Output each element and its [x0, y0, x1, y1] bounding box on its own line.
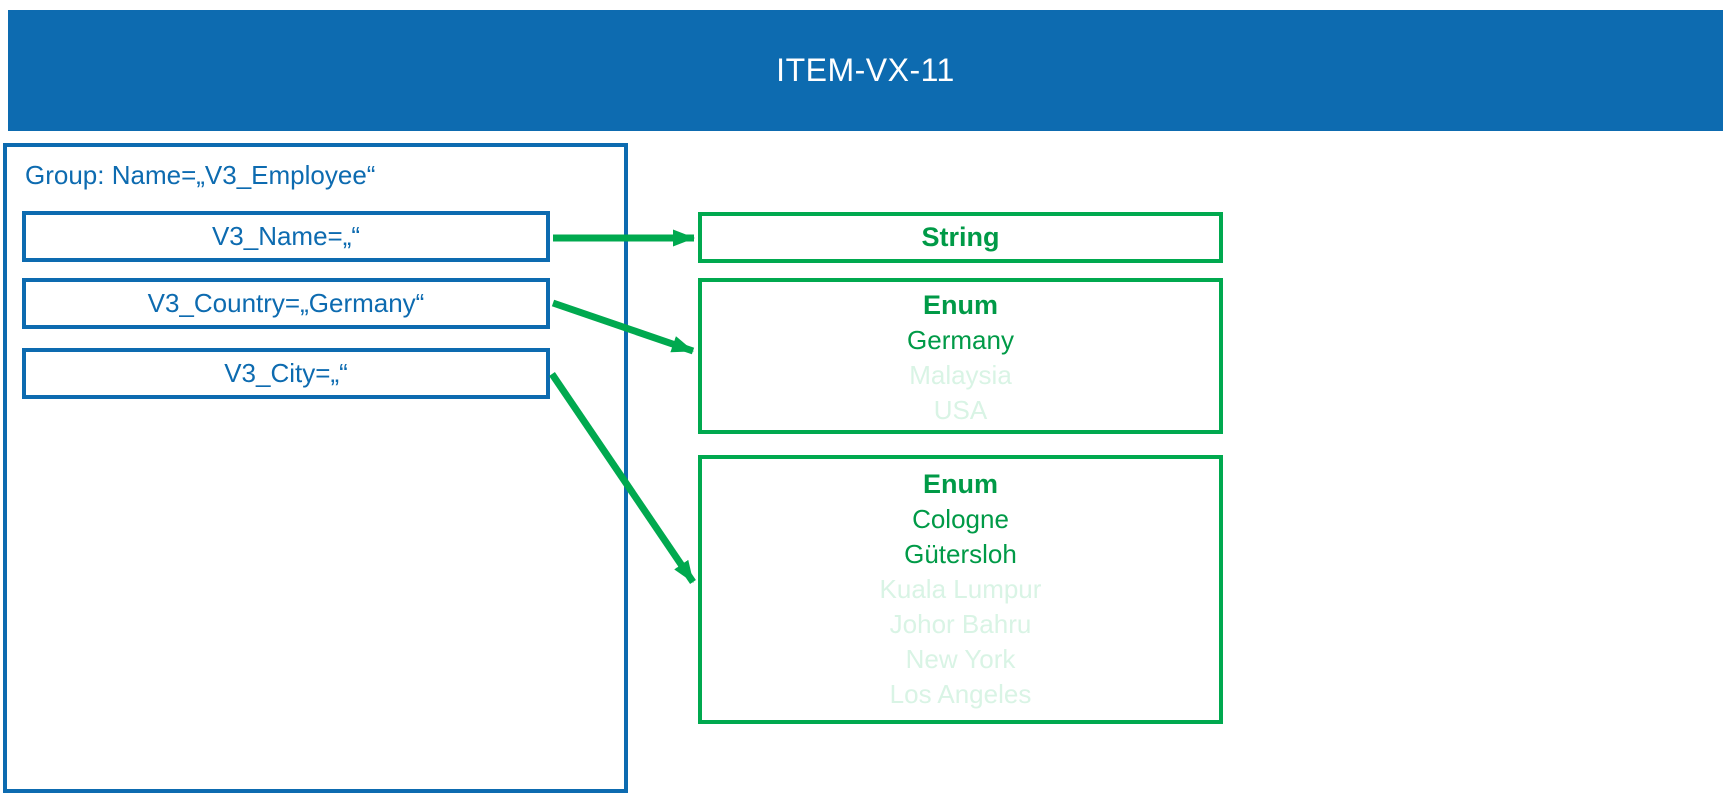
enum-item: Malaysia	[909, 360, 1012, 390]
type-box-string: String	[698, 212, 1223, 263]
enum-item: Los Angeles	[889, 679, 1032, 709]
page-title: ITEM-VX-11	[776, 52, 955, 88]
field-box-v3-country: V3_Country=„Germany“	[22, 278, 550, 329]
field-box-v3-city: V3_City=„“	[22, 348, 550, 399]
enum-item: Kuala Lumpur	[879, 574, 1042, 604]
enum-item: Cologne	[912, 504, 1009, 534]
enum-item: New York	[905, 644, 1016, 674]
type-title-country-enum: Enum	[922, 290, 998, 320]
enum-item: Gütersloh	[904, 539, 1017, 569]
field-box-v3-name: V3_Name=„“	[22, 211, 550, 262]
type-title-string: String	[921, 222, 1000, 252]
group-label: Group: Name=„V3_Employee“	[25, 160, 376, 190]
enum-item: Germany	[907, 325, 1014, 355]
title-bar: ITEM-VX-11	[8, 10, 1723, 131]
field-label-v3-city: V3_City=„“	[224, 358, 348, 388]
type-title-city-enum: Enum	[922, 469, 998, 499]
field-label-v3-country: V3_Country=„Germany“	[147, 288, 425, 318]
enum-item: USA	[933, 395, 988, 425]
enum-item: Johor Bahru	[889, 609, 1032, 639]
field-label-v3-name: V3_Name=„“	[211, 221, 361, 251]
